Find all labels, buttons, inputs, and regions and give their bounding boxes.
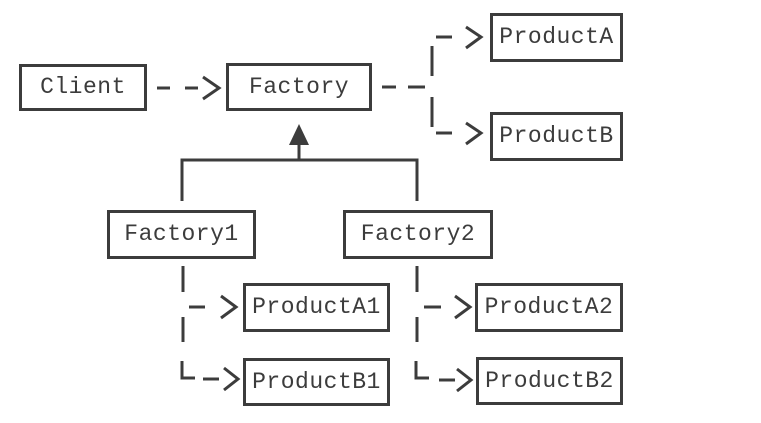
inheritance-rail xyxy=(180,158,419,201)
node-productB2: ProductB2 xyxy=(476,357,623,405)
inheritance-arrow-icon xyxy=(289,124,309,145)
arrowhead-icon xyxy=(223,366,241,392)
node-factory: Factory xyxy=(226,63,372,111)
corner-segment xyxy=(414,361,429,380)
edge-factory-productA xyxy=(436,25,484,50)
arrowhead-icon xyxy=(465,25,484,50)
arrowhead-icon xyxy=(220,294,239,320)
arrowhead-icon xyxy=(202,75,222,101)
edge-factory2-products xyxy=(414,266,474,393)
arrowhead-icon xyxy=(456,367,474,393)
node-factory1: Factory1 xyxy=(107,210,256,259)
arrowhead-icon xyxy=(465,121,484,146)
arrowhead-icon xyxy=(454,294,473,320)
node-productA2: ProductA2 xyxy=(475,283,623,332)
node-productB1: ProductB1 xyxy=(243,358,390,406)
edge-inheritance xyxy=(180,124,419,201)
node-productA: ProductA xyxy=(490,13,623,62)
node-client: Client xyxy=(19,64,147,111)
node-productA1: ProductA1 xyxy=(243,283,390,332)
edge-factory-productB xyxy=(436,121,484,146)
node-productB: ProductB xyxy=(490,112,623,161)
edge-client-factory xyxy=(157,75,222,101)
edge-factory-products-trunk xyxy=(382,46,434,127)
edge-factory1-products xyxy=(180,266,241,392)
node-factory2: Factory2 xyxy=(343,210,493,259)
corner-segment xyxy=(180,361,195,380)
